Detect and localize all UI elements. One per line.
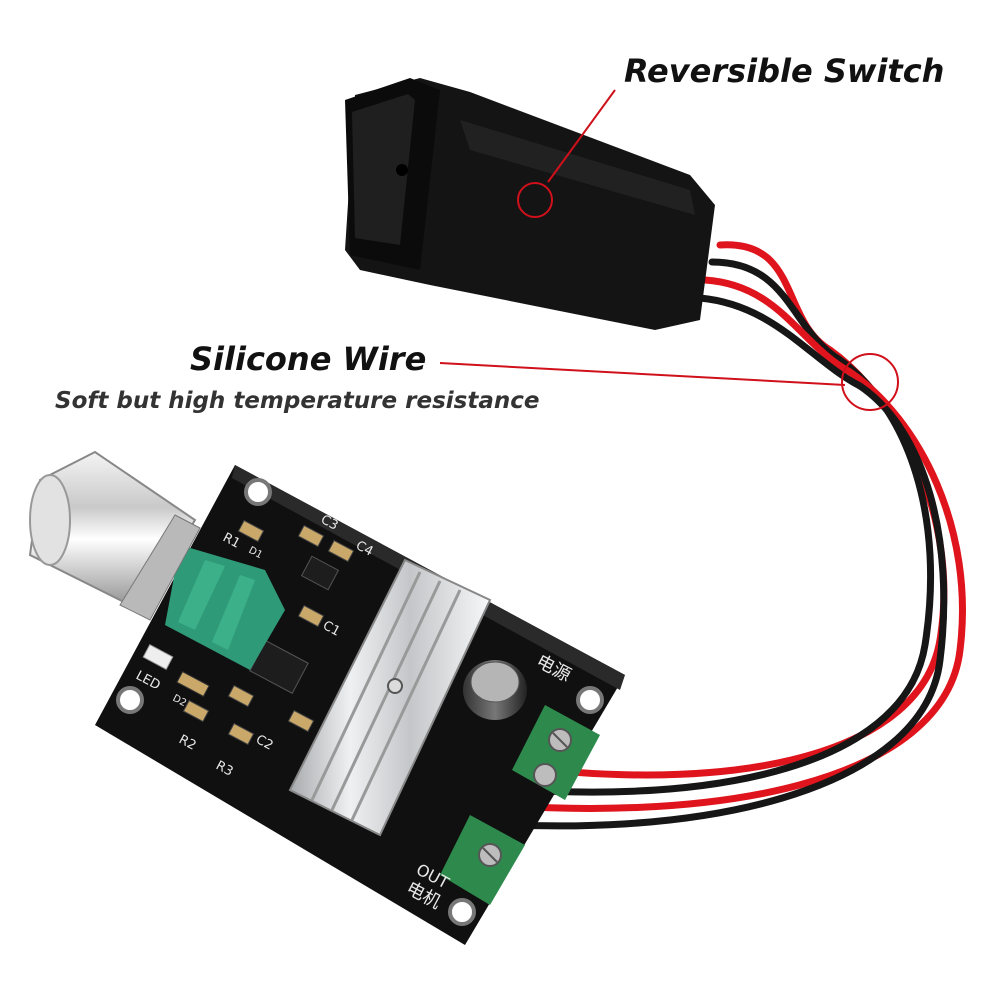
wire-bundle [436,241,966,830]
silk-c4: C4 [353,538,375,559]
potentiometer [165,545,285,670]
heat-sink [288,558,492,837]
silicone-wire-description: Soft but high temperature resistance [55,388,540,414]
silk-r1: R1 [220,530,242,551]
silk-r3: R3 [213,758,235,779]
silk-c3: C3 [318,512,340,533]
knob [28,450,201,621]
silicone-wire-label: Silicone Wire [190,340,427,378]
reversible-switch [345,78,715,330]
silk-c2: C2 [253,732,275,753]
terminal-motor [440,815,525,905]
silk-c1: C1 [320,618,342,639]
annotation-switch-pointer [517,89,616,218]
capacitor [463,660,527,720]
silk-r2: R2 [176,732,198,753]
terminal-power [512,705,600,800]
reversible-switch-label: Reversible Switch [624,52,945,90]
annotation-wire-pointer [439,353,899,411]
